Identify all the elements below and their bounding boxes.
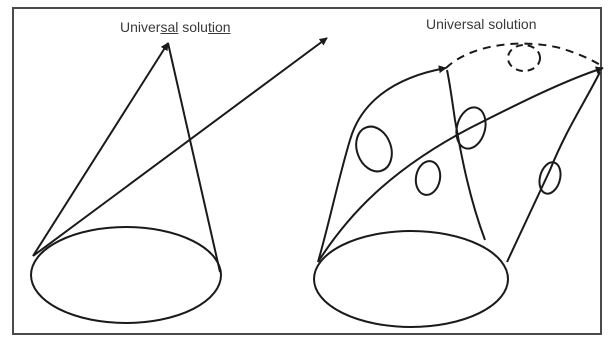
loop-right	[538, 161, 562, 195]
right-curve-left-edge	[317, 65, 447, 263]
label-part-3: solu	[178, 19, 208, 35]
left-arrow-to-far-solution	[32, 37, 328, 257]
figure-frame	[12, 7, 602, 335]
right-dashed-path-between-solutions	[445, 42, 603, 69]
left-base-ellipse	[30, 226, 222, 324]
right-dashed-loop	[507, 44, 541, 72]
right-curve-upper-sweep	[317, 66, 604, 263]
right-base-ellipse	[313, 230, 509, 328]
left-arrow-to-top-solution	[32, 42, 169, 257]
label-part-4-underlined: tion	[207, 19, 231, 35]
left-line-apex-to-right-edge	[167, 42, 221, 273]
loop-left	[355, 125, 393, 173]
left-panel	[30, 37, 328, 324]
right-curve-middle-rise	[446, 69, 486, 241]
label-part-1: Univer	[120, 19, 161, 35]
loop-small	[414, 160, 442, 196]
right-curve-right-edge	[506, 71, 601, 263]
right-panel	[313, 42, 604, 328]
label-part-2-underlined: sal	[160, 19, 179, 35]
left-universal-solution-label: Universal solution	[120, 19, 231, 35]
right-universal-solution-label: Universal solution	[426, 16, 537, 32]
loop-center	[455, 106, 487, 150]
